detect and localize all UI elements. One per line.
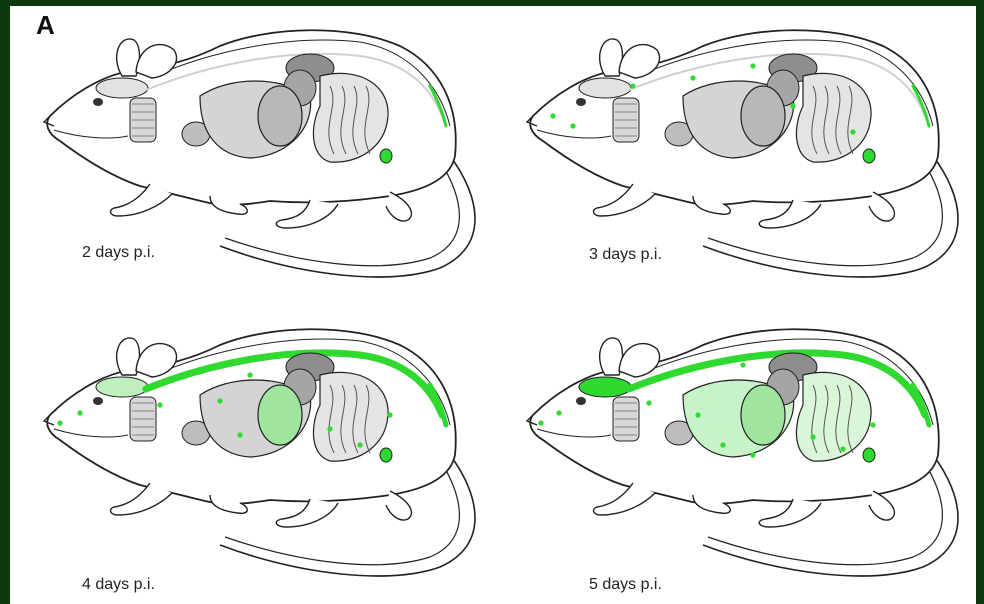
mouse-panel-day2: 2 days p.i. <box>10 6 493 305</box>
mouse-illustration <box>493 6 976 305</box>
hind-leg <box>759 200 821 228</box>
panel-caption: 3 days p.i. <box>589 246 662 264</box>
mouse-group <box>527 329 958 576</box>
tail-lymph-node <box>863 149 875 163</box>
mouse-illustration <box>10 305 493 604</box>
eye <box>576 397 586 405</box>
infection-spot <box>740 362 745 367</box>
kidney <box>258 86 302 146</box>
figure-frame: A 2 days p.i. 3 days p.i. 4 days p.i. 5 … <box>10 6 976 604</box>
brain <box>579 78 631 98</box>
panel-caption: 5 days p.i. <box>589 576 662 594</box>
mouse-illustration <box>493 305 976 604</box>
infection-spot <box>750 63 755 68</box>
eye <box>576 98 586 106</box>
kidney <box>741 385 785 445</box>
mouse-group <box>44 329 475 576</box>
hind-leg <box>276 499 338 527</box>
infection-spot <box>247 372 252 377</box>
infection-spot <box>357 442 362 447</box>
infection-spot <box>217 398 222 403</box>
infection-spot <box>646 400 651 405</box>
kidney <box>741 86 785 146</box>
hind-leg-2 <box>386 192 411 221</box>
kidney <box>258 385 302 445</box>
infection-spot <box>790 103 795 108</box>
panel-caption: 4 days p.i. <box>82 576 155 594</box>
hind-leg-2 <box>869 491 894 520</box>
infection-spot <box>750 452 755 457</box>
hind-leg <box>759 499 821 527</box>
infection-spot <box>77 410 82 415</box>
infection-spot <box>538 420 543 425</box>
eye <box>93 98 103 106</box>
infection-spot <box>690 75 695 80</box>
eye <box>93 397 103 405</box>
infection-spot <box>695 412 700 417</box>
infection-spot <box>570 123 575 128</box>
hind-leg-2 <box>386 491 411 520</box>
infection-spot <box>57 420 62 425</box>
infection-spot <box>550 113 555 118</box>
infection-spot <box>327 426 332 431</box>
brain <box>96 377 148 397</box>
tail-lymph-node <box>863 448 875 462</box>
infection-spot <box>157 402 162 407</box>
infection-spot <box>810 434 815 439</box>
hind-leg-2 <box>869 192 894 221</box>
infection-spot <box>556 410 561 415</box>
infection-spot <box>237 432 242 437</box>
tail-lymph-node <box>380 149 392 163</box>
mouse-group <box>44 30 475 277</box>
infection-spot <box>720 442 725 447</box>
infection-spot <box>870 422 875 427</box>
infection-spot <box>630 83 635 88</box>
mouse-panel-day5: 5 days p.i. <box>493 305 976 604</box>
brain <box>579 377 631 397</box>
mouse-panel-day4: 4 days p.i. <box>10 305 493 604</box>
tail-lymph-node <box>380 448 392 462</box>
infection-spot <box>840 446 845 451</box>
infection-spot <box>850 129 855 134</box>
infection-spot <box>387 412 392 417</box>
mouse-group <box>527 30 958 277</box>
mouse-panel-day3: 3 days p.i. <box>493 6 976 305</box>
brain <box>96 78 148 98</box>
hind-leg <box>276 200 338 228</box>
panel-caption: 2 days p.i. <box>82 244 155 262</box>
